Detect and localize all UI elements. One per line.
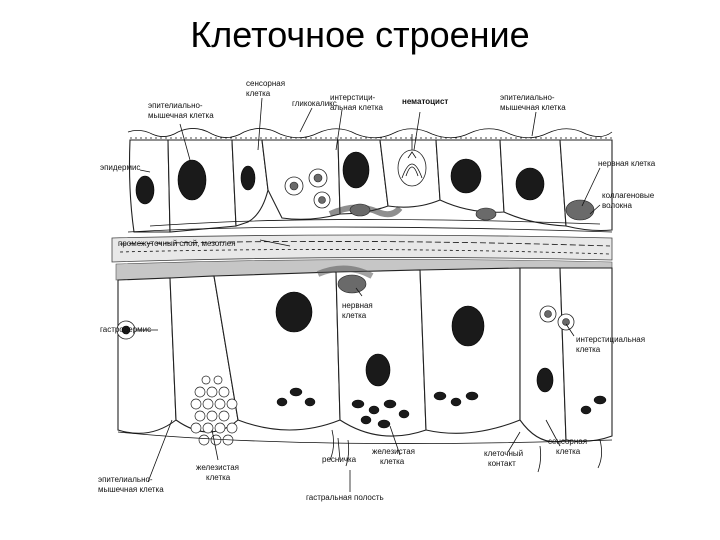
- label-collagen: коллагеновые: [602, 191, 655, 200]
- label-cilium: ресничка: [322, 455, 357, 464]
- svg-text:мышечная клетка: мышечная клетка: [148, 111, 214, 120]
- nerve-cell: [566, 200, 594, 220]
- label-gastrodermis: гастродермис: [100, 325, 151, 334]
- label-gastral-cavity: гастральная полость: [306, 493, 384, 502]
- svg-text:клетка: клетка: [246, 89, 271, 98]
- epithelial-muscle-cell: [420, 268, 520, 433]
- nematocyst-capsule: [398, 150, 426, 186]
- label-epithelial-muscle-top-left: эпителиально-: [148, 101, 203, 110]
- svg-text:альная клетка: альная клетка: [330, 103, 383, 112]
- label-interstitial-right: интерстициальная: [576, 335, 645, 344]
- nerve-cell: [338, 275, 366, 293]
- svg-text:клетка: клетка: [556, 447, 581, 456]
- gland-cell: [336, 270, 426, 436]
- svg-text:клетка: клетка: [576, 345, 601, 354]
- svg-text:мышечная клетка: мышечная клетка: [98, 485, 164, 494]
- svg-text:клетка: клетка: [342, 311, 367, 320]
- svg-text:мышечная клетка: мышечная клетка: [500, 103, 566, 112]
- label-interstitial-top: интерстици-: [330, 93, 376, 102]
- label-epithelial-muscle-top-right: эпителиально-: [500, 93, 555, 102]
- label-sensory-top: сенсорная: [246, 79, 285, 88]
- epidermis-layer: [128, 128, 612, 232]
- sensory-cell-gastrodermis: [520, 268, 566, 442]
- label-mesoglea: промежуточный слой, мезоглея: [118, 239, 236, 248]
- svg-text:клетка: клетка: [206, 473, 231, 482]
- label-epithelial-muscle-bottom: эпителиально-: [98, 475, 153, 484]
- svg-text:клетка: клетка: [380, 457, 405, 466]
- label-nerve-cell-right: нервная клетка: [598, 159, 656, 168]
- label-glandular-middle: железистая: [372, 447, 415, 456]
- label-nerve-cell-middle: нервная: [342, 301, 373, 310]
- interstitial-cell-cluster: [262, 140, 340, 219]
- gastrodermis-layer: [117, 268, 612, 472]
- epithelial-muscle-cell: [118, 278, 176, 433]
- label-epidermis: эпидермис: [100, 163, 140, 172]
- label-cell-contact: клеточный: [484, 449, 523, 458]
- epithelial-muscle-cell: [560, 268, 612, 441]
- label-glandular-left: железистая: [196, 463, 239, 472]
- svg-text:контакт: контакт: [488, 459, 516, 468]
- label-nematocyst: нематоцист: [402, 97, 448, 106]
- label-sensory-bottom: сенсорная: [548, 437, 587, 446]
- svg-text:волокна: волокна: [602, 201, 633, 210]
